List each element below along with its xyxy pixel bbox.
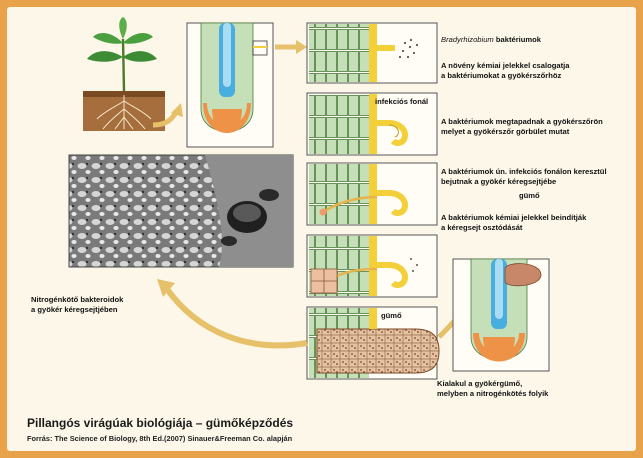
leaf-right-low	[123, 51, 157, 62]
root-tip-box	[187, 23, 273, 147]
leaf-left-low	[87, 51, 123, 62]
nodule-root-box	[453, 259, 549, 371]
infection-thread-label: infekciós fonál	[375, 97, 428, 106]
leaf-left-high	[93, 33, 123, 44]
stage-panel-4	[307, 235, 437, 297]
leaf-right-high	[123, 33, 153, 44]
step2-line2: melyet a gyökérszőr görbület mutat	[441, 127, 569, 136]
stage-panel-3	[307, 163, 437, 225]
micrograph-caption-line1: Nitrogénkötő bakteroidok	[31, 295, 123, 304]
figure-title: Pillangós virágúak biológiája – gümőképz…	[27, 416, 293, 430]
step4-line2: a kéregsejt osztódását	[441, 223, 522, 232]
micrograph-image	[69, 155, 293, 267]
step5-line2: melyben a nitrogénkötés folyik	[437, 389, 548, 398]
step2-line1: A baktériumok megtapadnak a gyökérszőrön	[441, 117, 603, 126]
step1-line2: a baktériumokat a gyökérszőrhöz	[441, 71, 561, 80]
nodule-label-mid: gümő	[519, 191, 540, 200]
stage-panel-1	[307, 23, 437, 83]
figure-frame: Bradyrhizobium baktériumok A növény kémi…	[7, 7, 636, 451]
step3-line1: A baktériumok ún. infekciós fonálon kere…	[441, 167, 607, 176]
plant-stem	[123, 39, 124, 91]
step1-line1: A növény kémiai jelekkel csalogatja	[441, 61, 569, 70]
figure-source: Forrás: The Science of Biology, 8th Ed.(…	[27, 434, 292, 443]
step3-line2: bejutnak a gyökér kéregsejtjébe	[441, 177, 556, 186]
micrograph-caption-line2: a gyökér kéregsejtjében	[31, 305, 118, 314]
step4-line1: A baktériumok kémiai jelekkel beindítják	[441, 213, 586, 222]
bacteria-label: Bradyrhizobium baktériumok	[441, 35, 541, 44]
stage-panel-5	[307, 307, 439, 379]
step5-line1: Kialakul a gyökérgümő,	[437, 379, 522, 388]
plant-illustration	[83, 17, 165, 131]
curved-arrow-icon	[167, 289, 307, 345]
nodule-label-low: gümő	[381, 311, 402, 320]
